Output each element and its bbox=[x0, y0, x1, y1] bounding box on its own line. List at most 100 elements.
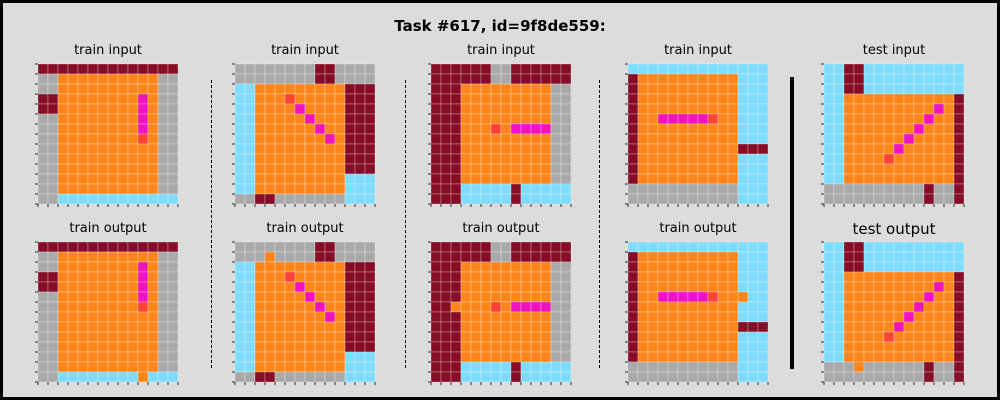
grid-cell bbox=[757, 113, 769, 125]
grid-cell bbox=[717, 143, 729, 155]
grid-cell bbox=[294, 311, 306, 323]
grid-cell bbox=[823, 281, 835, 293]
grid-cell bbox=[490, 311, 502, 323]
grid-cell bbox=[893, 83, 905, 95]
grid-cell bbox=[97, 83, 109, 95]
grid-cell bbox=[560, 183, 572, 195]
grid-cell bbox=[903, 341, 915, 353]
grid-cell bbox=[284, 193, 296, 205]
grid-cell bbox=[933, 261, 945, 273]
grid-cell bbox=[460, 163, 472, 175]
grid-cell bbox=[334, 371, 346, 383]
grid-cell bbox=[933, 83, 945, 95]
grid-cell bbox=[687, 271, 699, 283]
grid-cell bbox=[244, 351, 256, 363]
grid-cell bbox=[334, 351, 346, 363]
grid-cell bbox=[107, 163, 119, 175]
grid-cell bbox=[254, 153, 266, 165]
grid-cell bbox=[823, 341, 835, 353]
grid-cell bbox=[430, 143, 442, 155]
grid-cell bbox=[737, 371, 749, 383]
grid-cell bbox=[127, 183, 139, 195]
grid-cell bbox=[873, 291, 885, 303]
grid-cell bbox=[87, 261, 99, 273]
grid-cell bbox=[344, 63, 356, 75]
grid-cell bbox=[863, 123, 875, 135]
grid-cell bbox=[647, 163, 659, 175]
grid-cell bbox=[354, 331, 366, 343]
grid-cell bbox=[294, 351, 306, 363]
grid-cell bbox=[47, 291, 59, 303]
grid-cell bbox=[717, 281, 729, 293]
grid-cell bbox=[933, 331, 945, 343]
grid-cell bbox=[490, 153, 502, 165]
grid-cell bbox=[157, 351, 169, 363]
grid-cell bbox=[707, 331, 719, 343]
grid-cell bbox=[304, 143, 316, 155]
grid-cell bbox=[677, 93, 689, 105]
grid-cell bbox=[430, 163, 442, 175]
grid-cell bbox=[137, 163, 149, 175]
grid-cell bbox=[304, 281, 316, 293]
grid-cell bbox=[913, 83, 925, 95]
grid-cell bbox=[550, 301, 562, 313]
grid-cell bbox=[480, 361, 492, 373]
grid-cell bbox=[117, 63, 129, 75]
grid-cell bbox=[540, 281, 552, 293]
grid-cell bbox=[87, 251, 99, 263]
grid-cell bbox=[37, 331, 49, 343]
grid-cell bbox=[893, 173, 905, 185]
grid-cell bbox=[440, 193, 452, 205]
grid-cell bbox=[274, 291, 286, 303]
grid-cell bbox=[354, 301, 366, 313]
grid-cell bbox=[460, 331, 472, 343]
grid-cell bbox=[923, 371, 935, 383]
grid-cell bbox=[913, 133, 925, 145]
grid-cell bbox=[953, 351, 965, 363]
grid-cell bbox=[67, 371, 79, 383]
grid-cell bbox=[823, 251, 835, 263]
grid-cell bbox=[893, 351, 905, 363]
grid-cell bbox=[757, 73, 769, 85]
grid-cell bbox=[304, 351, 316, 363]
grid-cell bbox=[244, 251, 256, 263]
grid-cell bbox=[234, 103, 246, 115]
grid-cell bbox=[657, 341, 669, 353]
pair-separator-2 bbox=[405, 80, 406, 368]
grid-cell bbox=[97, 153, 109, 165]
grid-cell bbox=[364, 341, 376, 353]
grid-cell bbox=[853, 361, 865, 373]
grid-cell bbox=[77, 251, 89, 263]
grid-cell bbox=[67, 193, 79, 205]
grid-cell bbox=[823, 321, 835, 333]
grid-cell bbox=[314, 173, 326, 185]
grid-cell bbox=[117, 193, 129, 205]
grid-cell bbox=[913, 163, 925, 175]
grid-cell bbox=[480, 301, 492, 313]
grid-cell bbox=[687, 301, 699, 313]
grid-cell bbox=[550, 183, 562, 195]
grid-cell bbox=[47, 113, 59, 125]
grid-cell bbox=[430, 281, 442, 293]
grid-cell bbox=[254, 103, 266, 115]
grid-cell bbox=[57, 291, 69, 303]
grid-cell bbox=[853, 173, 865, 185]
grid-cell bbox=[747, 123, 759, 135]
grid-cell bbox=[274, 301, 286, 313]
grid-cell bbox=[893, 123, 905, 135]
grid-cell bbox=[470, 93, 482, 105]
grid-cell bbox=[953, 183, 965, 195]
grid-cell bbox=[500, 311, 512, 323]
grid-cell bbox=[923, 63, 935, 75]
grid-cell bbox=[314, 93, 326, 105]
grid-cell bbox=[274, 123, 286, 135]
grid-cell bbox=[274, 351, 286, 363]
grid-cell bbox=[747, 281, 759, 293]
grid-cell bbox=[354, 291, 366, 303]
grid-cell bbox=[923, 123, 935, 135]
grid-cell bbox=[57, 301, 69, 313]
grid-cell bbox=[354, 251, 366, 263]
grid-train-output-1 bbox=[35, 241, 179, 385]
grid-cell bbox=[757, 371, 769, 383]
grid-cell bbox=[727, 371, 739, 383]
